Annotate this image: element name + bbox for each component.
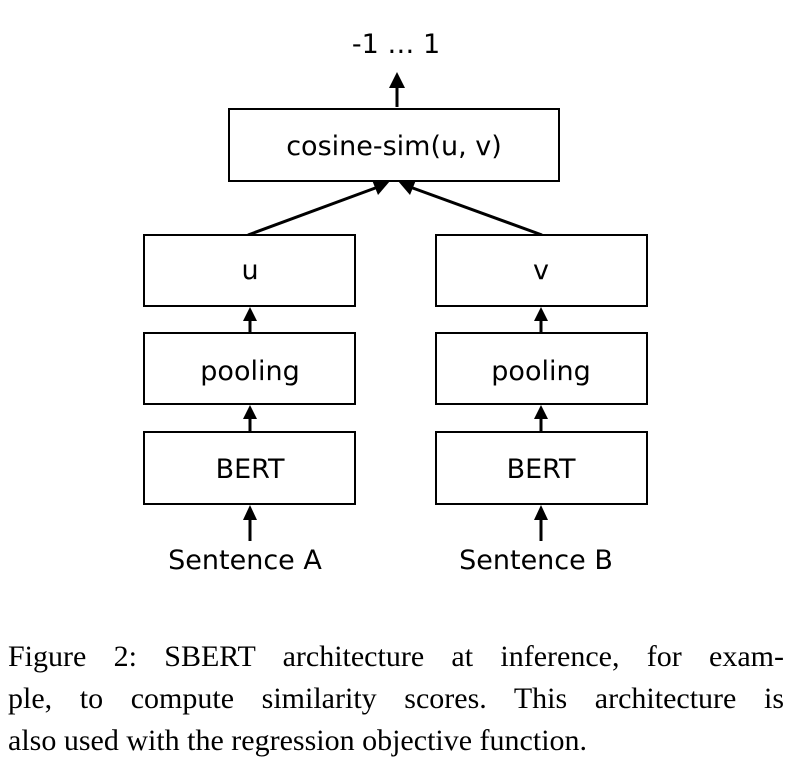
arrow-head <box>243 307 257 321</box>
pooling-a-label: pooling <box>200 356 299 387</box>
arrow-head <box>534 405 548 419</box>
bert-a-label: BERT <box>216 454 285 485</box>
sentence-b-label: Sentence B <box>459 545 613 576</box>
bert-b-label: BERT <box>507 454 576 485</box>
caption-line-1: Figure 2: SBERT architecture at inferenc… <box>8 640 784 673</box>
arrow-head <box>534 307 548 321</box>
output-range-label: -1 … 1 <box>352 29 440 60</box>
pooling-b-node: pooling <box>435 332 648 405</box>
arrow-head <box>243 405 257 419</box>
caption-line-3: also used with the regression objective … <box>8 724 588 757</box>
caption-line-2: ple, to compute similarity scores. This … <box>8 682 784 715</box>
pooling-a-node: pooling <box>143 332 356 405</box>
pooling-b-label: pooling <box>491 356 590 387</box>
sbert-architecture-diagram: -1 … 1 cosine-sim(u, v) u pooling BERT S… <box>143 29 648 576</box>
edge-v-to-cosine <box>409 185 543 237</box>
embedding-v-label: v <box>533 255 549 286</box>
arrow-head <box>534 505 548 520</box>
cosine-sim-node: cosine-sim(u, v) <box>228 108 560 182</box>
embedding-v-node: v <box>435 234 648 307</box>
arrow-head <box>243 505 257 520</box>
edge-v-arrow-head <box>398 180 416 195</box>
cosine-sim-label: cosine-sim(u, v) <box>286 131 502 162</box>
figure-caption: Figure 2: SBERT architecture at inferenc… <box>8 636 784 762</box>
output-arrow-head <box>389 72 405 88</box>
bert-a-node: BERT <box>143 431 356 505</box>
bert-b-node: BERT <box>435 431 648 505</box>
edge-u-to-cosine <box>247 185 379 237</box>
embedding-u-label: u <box>241 255 258 286</box>
edge-u-arrow-head <box>372 180 390 195</box>
embedding-u-node: u <box>143 234 356 307</box>
sentence-a-label: Sentence A <box>168 545 322 576</box>
